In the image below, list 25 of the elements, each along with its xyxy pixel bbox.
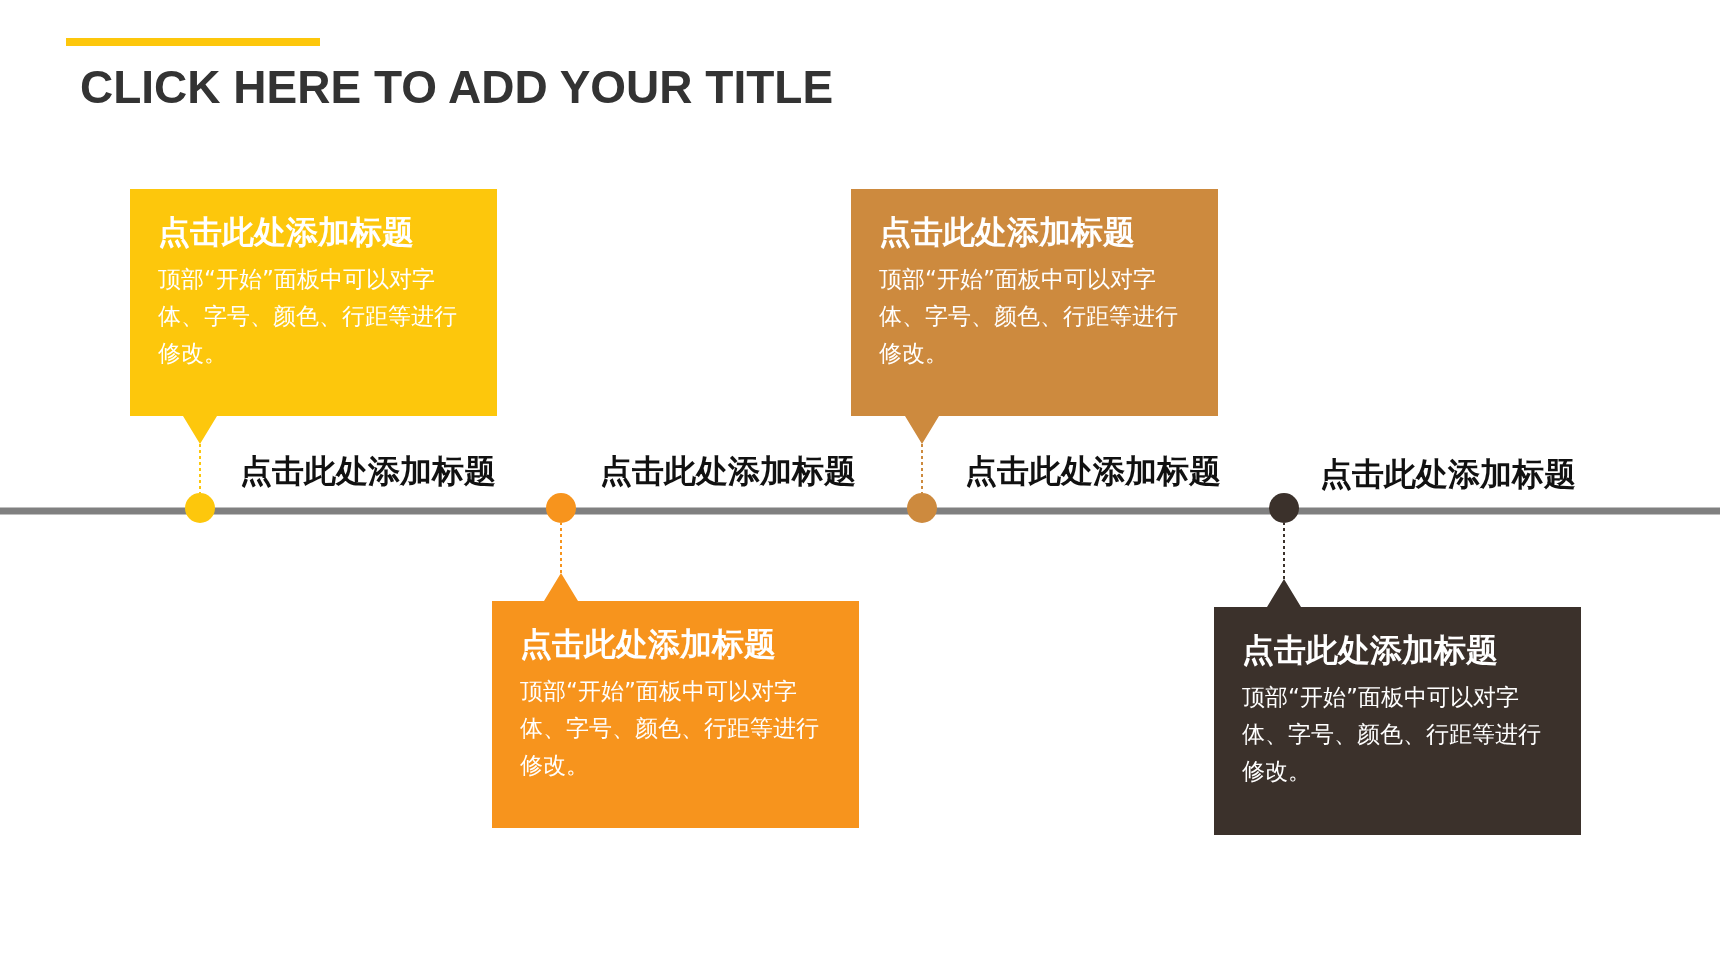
milestone-label: 点击此处添加标题	[600, 451, 856, 492]
slide-title: CLICK HERE TO ADD YOUR TITLE	[80, 60, 834, 114]
callout-box	[492, 573, 859, 828]
callout-body: 顶部“开始”面板中可以对字体、字号、颜色、行距等进行修改。	[879, 265, 1179, 368]
timeline-dot	[1269, 493, 1299, 523]
leader-line	[1283, 522, 1285, 580]
timeline-dot	[546, 493, 576, 523]
callout-body: 顶部“开始”面板中可以对字体、字号、颜色、行距等进行修改。	[520, 677, 820, 780]
callout-box	[130, 189, 497, 444]
callout-body: 顶部“开始”面板中可以对字体、字号、颜色、行距等进行修改。	[158, 265, 458, 368]
callout-box	[851, 189, 1218, 444]
leader-line	[560, 522, 562, 574]
leader-line	[199, 443, 201, 494]
timeline-dot	[907, 493, 937, 523]
callout-heading: 点击此处添加标题	[1242, 630, 1498, 671]
timeline-dot	[185, 493, 215, 523]
milestone-label: 点击此处添加标题	[1320, 454, 1576, 495]
callout-box	[1214, 579, 1581, 835]
callout-heading: 点击此处添加标题	[520, 624, 776, 665]
callout-body: 顶部“开始”面板中可以对字体、字号、颜色、行距等进行修改。	[1242, 683, 1542, 786]
milestone-label: 点击此处添加标题	[240, 451, 496, 492]
leader-line	[921, 443, 923, 494]
milestone-label: 点击此处添加标题	[965, 451, 1221, 492]
callout-heading: 点击此处添加标题	[879, 212, 1135, 253]
callout-heading: 点击此处添加标题	[158, 212, 414, 253]
